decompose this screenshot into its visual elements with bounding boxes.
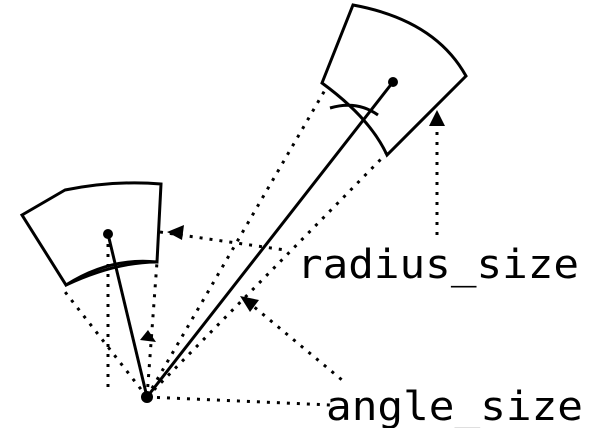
- small-sector: [19, 181, 163, 288]
- radius-size-label: radius_size: [297, 242, 579, 288]
- guide-origin-small-right: [145, 261, 159, 398]
- guide-origin-large-right: [145, 150, 390, 399]
- large-sector-outline: [320, 3, 468, 158]
- small-sector-inner-arc: [65, 260, 158, 287]
- guide-origin-to-angle-label: [146, 395, 331, 407]
- large-sector: [320, 3, 468, 158]
- arrow-angle-main: [240, 296, 259, 312]
- guide-angle-arrow-line: [246, 299, 343, 382]
- angle-size-label: angle_size: [326, 384, 583, 428]
- arrow-angle-small: [140, 330, 156, 342]
- arrow-radius-small: [167, 225, 184, 240]
- arrowheads: [140, 110, 445, 342]
- small-sector-outline: [19, 181, 163, 288]
- arrow-radius-large: [429, 110, 445, 126]
- small-sector-radius-line: [106, 233, 149, 398]
- large-sector-inner-arc: [329, 103, 379, 117]
- large-sector-radius-line: [145, 81, 395, 398]
